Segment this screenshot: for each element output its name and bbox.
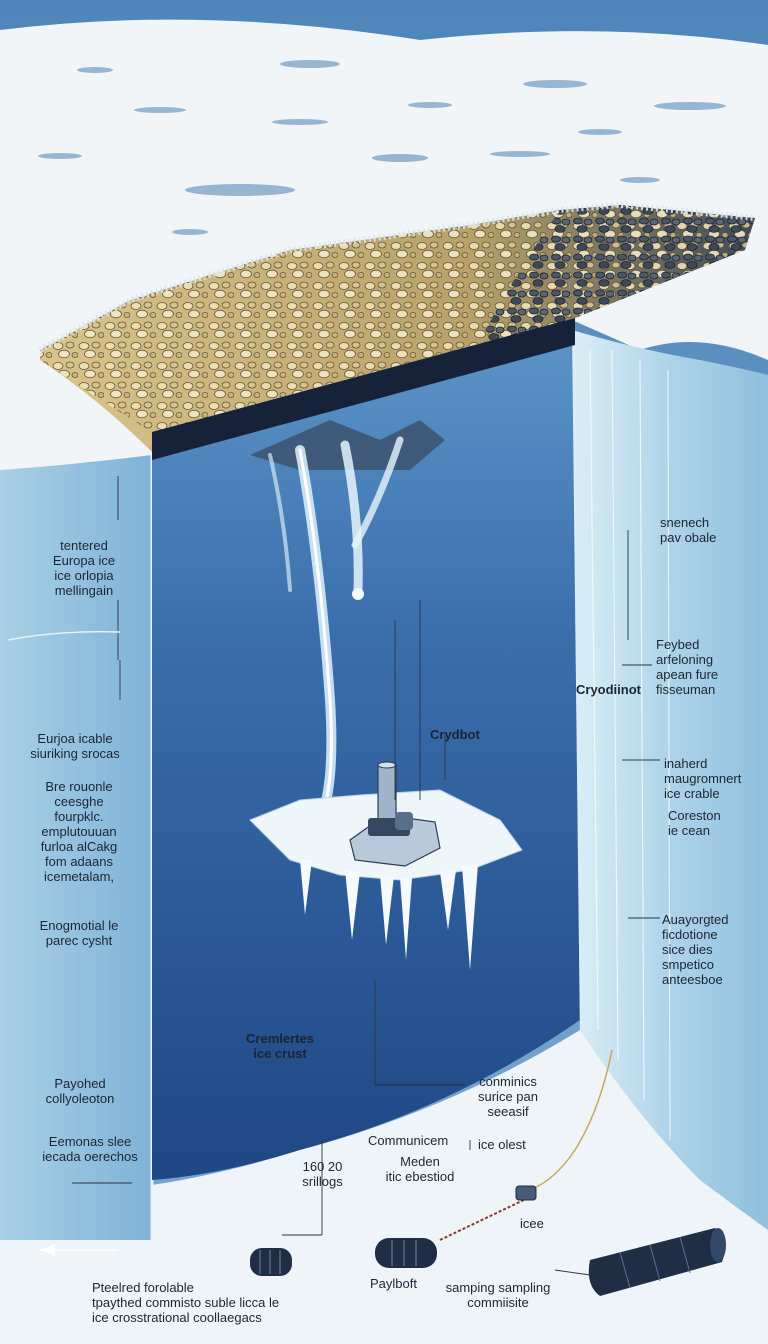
sampling-canister-icon xyxy=(588,1228,726,1296)
label-ice-olest: ice olest xyxy=(478,1137,526,1152)
cryobot-probe-icon xyxy=(349,761,441,867)
label-cryobot-right: Cryodiinot xyxy=(576,682,641,697)
label-cryobot: Crydbot xyxy=(430,727,480,742)
label-payload: Paylboft xyxy=(370,1276,417,1291)
communication-node-icon xyxy=(375,1185,537,1268)
payload-canister-icon xyxy=(250,1248,292,1276)
label-communicem: Communicem xyxy=(368,1133,449,1148)
label-icee: icee xyxy=(520,1216,544,1231)
